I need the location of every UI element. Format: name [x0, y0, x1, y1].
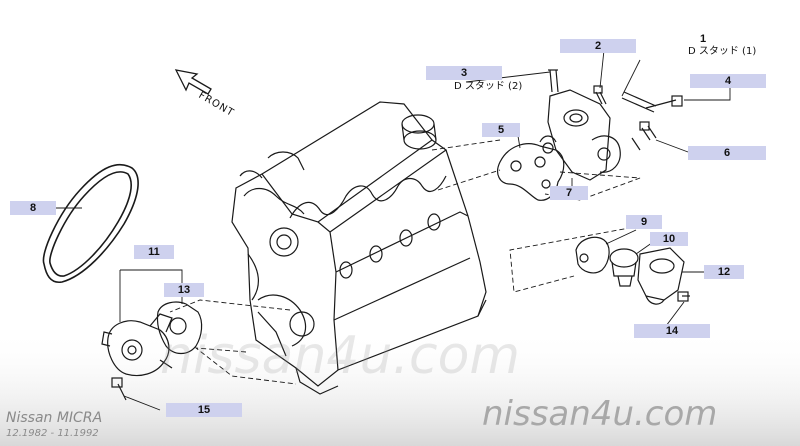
- callout-7: 7: [550, 186, 588, 200]
- drive-belt: [42, 163, 139, 284]
- studs-and-bolts: [111, 69, 690, 401]
- callout-2: 2: [560, 39, 636, 53]
- front-arrow-icon: [174, 69, 212, 95]
- production-dates: 12.1982 - 11.1992: [6, 428, 99, 439]
- callout-6: 6: [688, 146, 766, 160]
- stud-2-note: D スタッド (2): [454, 81, 523, 92]
- bottom-fade: [0, 330, 800, 446]
- leader-lines: [56, 49, 731, 411]
- callout-11: 11: [134, 245, 174, 259]
- callout-10: 10: [650, 232, 688, 246]
- callout-12: 12: [704, 265, 744, 279]
- callout-8: 8: [10, 201, 56, 215]
- callout-4: 4: [690, 74, 766, 88]
- stud-1-note: D スタッド (1): [688, 46, 757, 57]
- water-pump: [101, 313, 173, 377]
- pump-gasket: [156, 301, 203, 355]
- callout-1: 1: [700, 33, 707, 45]
- callout-9: 9: [626, 215, 662, 229]
- callout-15: 15: [166, 403, 242, 417]
- watermark: nissan4u.com: [160, 326, 521, 386]
- engine-block: [231, 101, 487, 395]
- thermostat-parts: [575, 236, 685, 305]
- model-name: Nissan MICRA: [6, 410, 103, 426]
- callout-5: 5: [482, 123, 520, 137]
- site-logo: nissan4u.com: [482, 394, 718, 434]
- callout-13: 13: [164, 283, 204, 297]
- callout-14: 14: [634, 324, 710, 338]
- callout-3: 3: [426, 66, 502, 80]
- water-outlet-housing: [539, 89, 621, 181]
